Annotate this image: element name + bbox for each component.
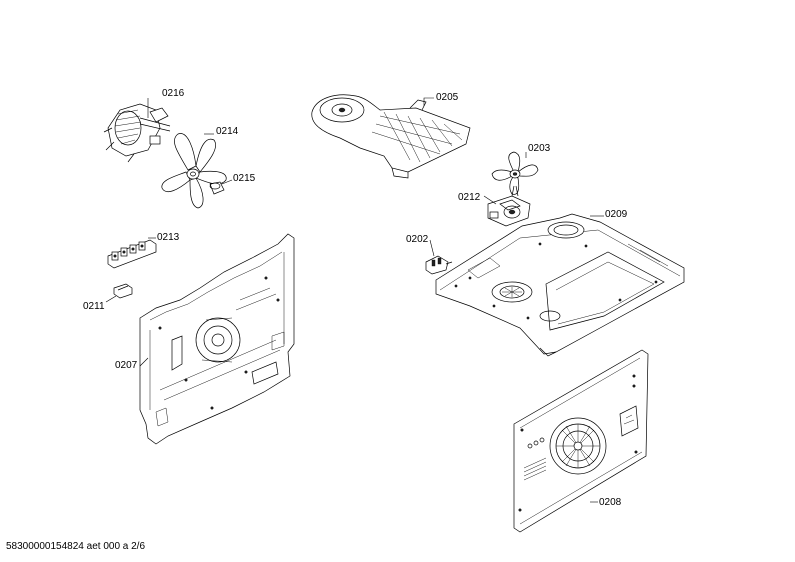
fan-motor-0216[interactable] [103, 103, 171, 163]
label-0207: 0207 [115, 360, 138, 371]
rear-cover-0208[interactable] [513, 349, 649, 533]
cap-0215[interactable] [209, 181, 225, 195]
cooling-fan-motor-0212[interactable] [487, 185, 531, 227]
rear-panel-0207[interactable] [139, 233, 295, 445]
label-0209: 0209 [605, 209, 628, 220]
label-0205: 0205 [436, 92, 459, 103]
document-code: 58300000154824 aet 000 a 2/6 [6, 541, 146, 552]
label-0212: 0212 [458, 192, 481, 203]
fan-blade-0214[interactable] [161, 133, 227, 209]
label-0202: 0202 [406, 234, 429, 245]
cooling-fan-blade-0203[interactable] [491, 151, 539, 195]
sensor-0202[interactable] [425, 255, 453, 275]
label-0216: 0216 [162, 88, 185, 99]
air-duct-0205[interactable] [311, 94, 471, 179]
label-0213: 0213 [157, 232, 180, 243]
label-0215: 0215 [233, 173, 256, 184]
label-0211: 0211 [83, 301, 105, 312]
label-0208: 0208 [599, 497, 622, 508]
connector-0211[interactable] [113, 283, 133, 299]
label-0203: 0203 [528, 143, 551, 154]
terminal-block-0213[interactable] [107, 239, 157, 269]
base-plate-0209[interactable] [435, 213, 685, 357]
label-0214: 0214 [216, 126, 239, 137]
